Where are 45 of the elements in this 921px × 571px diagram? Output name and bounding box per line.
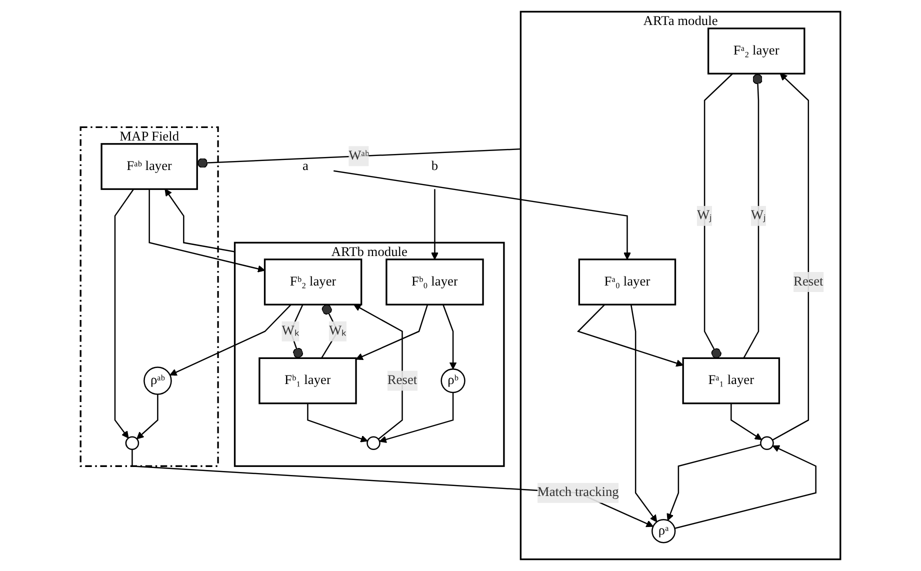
node-text: a: [302, 158, 309, 174]
edge-label: Wⱼ: [696, 208, 712, 223]
edge-label: Match tracking: [537, 485, 619, 500]
arrow: [354, 304, 403, 440]
connector: [197, 148, 521, 168]
node-box: Fᵃ₁ layer: [682, 357, 780, 404]
arrow: [431, 189, 438, 260]
edge-label: Wⱼ: [750, 208, 766, 223]
arrow: [576, 304, 684, 367]
arrow: [136, 394, 158, 440]
node-circle: ρᵃᵇ: [144, 366, 172, 395]
node-box: Fᵇ₂ layer: [264, 258, 362, 306]
connector: [704, 73, 734, 358]
arrow: [772, 73, 810, 441]
arrow: [356, 304, 428, 360]
arrow: [114, 188, 134, 438]
arrow: [148, 189, 266, 272]
arrow: [666, 444, 762, 521]
arrow: [164, 188, 235, 252]
edge-label: Wₖ: [328, 324, 347, 338]
arrow: [379, 392, 454, 444]
edge-label: Reset: [794, 274, 824, 289]
arrow: [334, 170, 631, 260]
node-text: b: [431, 158, 438, 174]
arrow: [132, 449, 654, 528]
arrow: [630, 304, 658, 522]
node-box: Fᵃ₀ layer: [578, 258, 676, 306]
node-box: Fᵇ₀ layer: [386, 258, 484, 306]
arrow: [307, 403, 368, 442]
node-box: Fᵇ₁ layer: [258, 357, 357, 404]
edge-label: Wᵃᵇ: [348, 148, 370, 163]
edge-label: Wₖ: [282, 324, 300, 338]
connector: [743, 74, 763, 358]
node-circle: [125, 436, 140, 450]
node-circle: [366, 436, 380, 450]
edge-label: Reset: [387, 373, 418, 388]
node-circle: ρᵇ: [440, 368, 466, 394]
node-box: Fᵃ₂ layer: [707, 28, 806, 74]
node-circle: ρᵃ: [652, 519, 676, 544]
arrow: [170, 304, 292, 376]
arrow: [730, 403, 762, 440]
arrow: [442, 304, 457, 370]
node-box: Fᵃᵇ layer: [100, 143, 198, 190]
node-circle: [760, 436, 774, 450]
arrow: [674, 445, 816, 529]
